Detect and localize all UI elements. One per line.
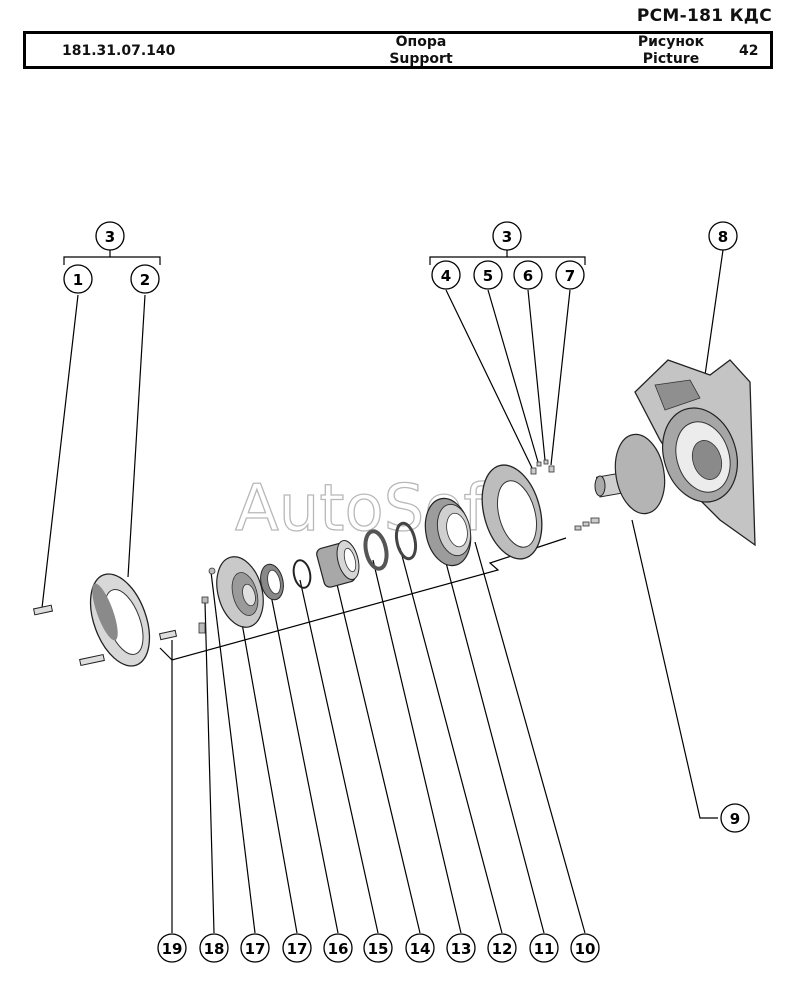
- pin-part-18: [198, 596, 209, 634]
- callout-17b: 17: [287, 940, 308, 958]
- callout-18: 18: [204, 940, 225, 958]
- frame-hub-part-8: [634, 359, 756, 547]
- picture-number: 42: [739, 43, 759, 59]
- part-code: 181.31.07.140: [62, 43, 176, 59]
- bearing-part-10: [424, 497, 472, 567]
- callout-17: 17: [245, 940, 266, 958]
- callout-1: 1: [73, 271, 83, 289]
- picture-label: Рисунок Picture: [616, 34, 726, 68]
- callout-10: 10: [575, 940, 596, 958]
- cover-part-16: [216, 556, 264, 628]
- bolt-part-1: [32, 604, 178, 667]
- housing-ring-part-3: [481, 464, 543, 560]
- callout-7: 7: [565, 267, 575, 285]
- callout-5: 5: [483, 267, 493, 285]
- callout-3-right: 3: [502, 228, 512, 246]
- callout-16: 16: [328, 940, 349, 958]
- snap-ring-part-14: [292, 559, 312, 589]
- model-title: PCM-181 КДС: [636, 6, 772, 26]
- part-name-en: Support: [389, 51, 453, 67]
- leader-lines: [41, 248, 724, 934]
- callout-8: 8: [718, 228, 728, 246]
- washer-part-17: [208, 567, 216, 575]
- callout-circles: [63, 221, 750, 963]
- axle-part-9: [594, 433, 666, 515]
- nut-part-13: [316, 540, 360, 588]
- callout-14: 14: [410, 940, 431, 958]
- picture-label-en: Picture: [642, 51, 700, 67]
- callout-15: 15: [368, 940, 389, 958]
- callout-11: 11: [534, 940, 555, 958]
- callout-19: 19: [162, 940, 183, 958]
- flange-part-2: [89, 573, 151, 667]
- callout-4: 4: [441, 267, 451, 285]
- callout-9: 9: [730, 810, 740, 828]
- title-block: 181.31.07.140 Опора Support Рисунок Pict…: [23, 31, 773, 69]
- part-name-ru: Опора: [395, 34, 447, 50]
- ring-part-11: [394, 521, 418, 561]
- ring-part-12: [363, 529, 389, 571]
- callout-3-left: 3: [105, 228, 115, 246]
- part-name: Опора Support: [366, 34, 476, 68]
- picture-label-ru: Рисунок: [637, 34, 705, 50]
- callout-12: 12: [492, 940, 513, 958]
- fasteners-part-4-7: [530, 459, 600, 531]
- ring-part-15: [260, 563, 284, 601]
- callout-2: 2: [140, 271, 150, 289]
- callout-6: 6: [523, 267, 533, 285]
- callout-13: 13: [451, 940, 472, 958]
